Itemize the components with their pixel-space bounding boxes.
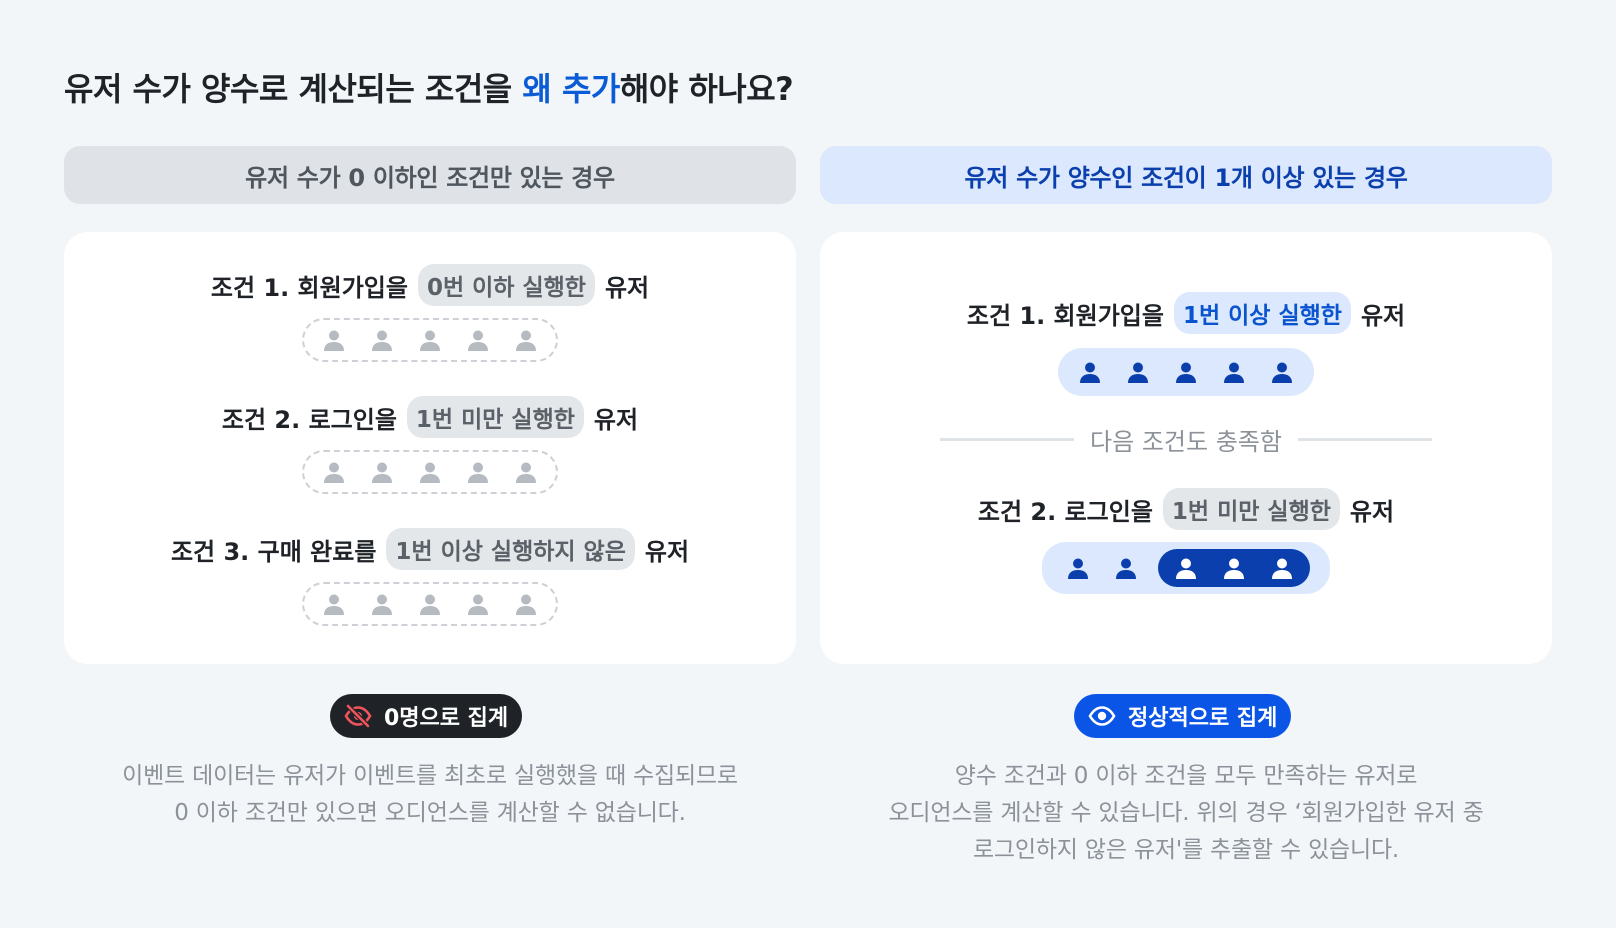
left-condition-1: 조건 1. 회원가입을 0번 이하 실행한 유저 [64, 264, 796, 306]
result-label: 0명으로 집계 [384, 706, 509, 731]
user-icon [418, 592, 442, 616]
title-text-before: 유저 수가 양수로 계산되는 조건을 [64, 70, 523, 108]
title-highlight: 왜 추가 [522, 70, 620, 108]
user-icon [1222, 360, 1246, 384]
user-icon [514, 460, 538, 484]
user-icon [370, 592, 394, 616]
condition-suffix: 유저 [604, 273, 650, 302]
condition-suffix: 유저 [644, 537, 690, 566]
user-icon [370, 328, 394, 352]
separator-text: 다음 조건도 충족함 [1090, 428, 1282, 456]
user-icon [1174, 556, 1198, 580]
condition-label: 조건 2. 로그인을 [977, 497, 1153, 526]
left-description: 이벤트 데이터는 유저가 이벤트를 최초로 실행했을 때 수집되므로 0 이하 … [64, 758, 796, 832]
left-column: 유저 수가 0 이하인 조건만 있는 경우 조건 1. 회원가입을 0번 이하 … [64, 146, 796, 664]
right-result-badge: 정상적으로 집계 [1074, 694, 1292, 738]
right-column: 유저 수가 양수인 조건이 1개 이상 있는 경우 조건 1. 회원가입을 1번… [820, 146, 1552, 664]
right-condition-2: 조건 2. 로그인을 1번 미만 실행한 유저 [820, 488, 1552, 530]
user-icon [1126, 360, 1150, 384]
condition-suffix: 유저 [1349, 497, 1395, 526]
condition-pill: 1번 이상 실행하지 않은 [386, 528, 635, 570]
separator-line [1297, 438, 1432, 441]
user-icon [514, 328, 538, 352]
matched-users [1158, 549, 1310, 587]
condition-pill: 1번 미만 실행한 [1162, 488, 1340, 530]
user-icon [466, 328, 490, 352]
left-condition-3: 조건 3. 구매 완료를 1번 이상 실행하지 않은 유저 [64, 528, 796, 570]
condition-pill: 1번 미만 실행한 [406, 396, 584, 438]
condition-suffix: 유저 [593, 405, 639, 434]
user-icon [1114, 556, 1138, 580]
left-user-group-1 [302, 318, 558, 362]
right-description: 양수 조건과 0 이하 조건을 모두 만족하는 유저로 오디언스를 계산할 수 … [820, 758, 1552, 869]
excluded-users [1048, 556, 1158, 580]
condition-label: 조건 1. 회원가입을 [966, 301, 1164, 330]
user-icon [1066, 556, 1090, 580]
description-line: 오디언스를 계산할 수 있습니다. 위의 경우 ‘회원가입한 유저 중 [888, 800, 1484, 826]
user-icon [418, 460, 442, 484]
condition-label: 조건 2. 로그인을 [221, 405, 397, 434]
user-icon [1270, 556, 1294, 580]
user-icon [466, 460, 490, 484]
left-result-badge: 0명으로 집계 [330, 694, 523, 738]
left-card: 조건 1. 회원가입을 0번 이하 실행한 유저 조건 2. 로그인을 1번 미… [64, 232, 796, 664]
description-line: 0 이하 조건만 있으면 오디언스를 계산할 수 없습니다. [174, 800, 686, 826]
left-user-group-2 [302, 450, 558, 494]
user-icon [418, 328, 442, 352]
condition-label: 조건 3. 구매 완료를 [170, 537, 377, 566]
eye-off-icon [344, 704, 372, 728]
condition-label: 조건 1. 회원가입을 [210, 273, 408, 302]
user-icon [322, 592, 346, 616]
right-condition-1: 조건 1. 회원가입을 1번 이상 실행한 유저 [820, 292, 1552, 334]
condition-suffix: 유저 [1360, 301, 1406, 330]
right-user-group-2 [1042, 542, 1330, 594]
user-icon [514, 592, 538, 616]
left-condition-2: 조건 2. 로그인을 1번 미만 실행한 유저 [64, 396, 796, 438]
page-title: 유저 수가 양수로 계산되는 조건을 왜 추가해야 하나요? [64, 64, 794, 110]
user-icon [1270, 360, 1294, 384]
condition-pill: 1번 이상 실행한 [1173, 292, 1351, 334]
description-line: 양수 조건과 0 이하 조건을 모두 만족하는 유저로 [954, 763, 1418, 789]
condition-pill: 0번 이하 실행한 [417, 264, 595, 306]
title-text-after: 해야 하나요? [619, 70, 794, 108]
left-header: 유저 수가 0 이하인 조건만 있는 경우 [64, 146, 796, 204]
separator: 다음 조건도 충족함 [940, 422, 1432, 457]
description-line: 이벤트 데이터는 유저가 이벤트를 최초로 실행했을 때 수집되므로 [122, 763, 738, 789]
user-icon [1222, 556, 1246, 580]
user-icon [466, 592, 490, 616]
user-icon [1078, 360, 1102, 384]
description-line: 로그인하지 않은 유저'를 추출할 수 있습니다. [972, 837, 1400, 863]
result-label: 정상적으로 집계 [1128, 706, 1278, 731]
left-user-group-3 [302, 582, 558, 626]
separator-line [940, 438, 1075, 441]
user-icon [322, 460, 346, 484]
user-icon [322, 328, 346, 352]
user-icon [1174, 360, 1198, 384]
user-icon [370, 460, 394, 484]
eye-icon [1088, 706, 1116, 726]
right-card: 조건 1. 회원가입을 1번 이상 실행한 유저 다음 조건도 충족함 조건 2… [820, 232, 1552, 664]
right-header: 유저 수가 양수인 조건이 1개 이상 있는 경우 [820, 146, 1552, 204]
right-user-group-1 [1058, 348, 1314, 396]
